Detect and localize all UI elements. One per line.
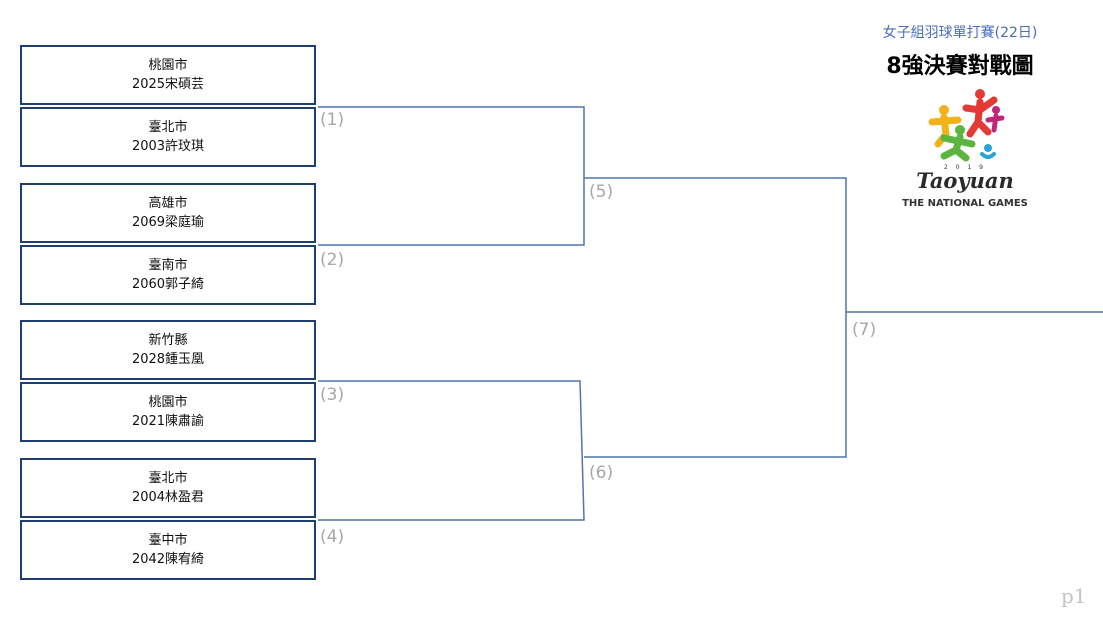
player-box-1: 桃園市 2025宋碩芸 <box>20 45 316 105</box>
player-city: 臺北市 <box>148 120 188 135</box>
player-city: 臺北市 <box>148 471 188 486</box>
dancing-figures-icon <box>928 89 1005 162</box>
player-city: 臺中市 <box>148 533 188 548</box>
match-label-6: (6) <box>589 463 614 483</box>
match-label-2: (2) <box>320 250 345 270</box>
player-box-3: 高雄市 2069梁庭瑜 <box>20 183 316 243</box>
player-entry: 2069梁庭瑜 <box>131 215 205 230</box>
match-3-connector <box>318 380 585 521</box>
player-box-5: 新竹縣 2028鍾玉凰 <box>20 320 316 380</box>
match-label-7: (7) <box>852 320 877 340</box>
bracket-subtitle: 女子組羽球單打賽(22日) <box>882 25 1038 41</box>
match-label-4: (4) <box>320 527 345 547</box>
match-5-connector <box>584 177 847 458</box>
player-city: 桃園市 <box>148 395 188 410</box>
logo-name: Taoyuan <box>916 168 1014 193</box>
player-box-7: 臺北市 2004林盈君 <box>20 458 316 518</box>
match-label-3: (3) <box>320 385 345 405</box>
logo-year: 2 0 1 9 <box>944 164 986 171</box>
player-entry: 2025宋碩芸 <box>131 77 205 92</box>
player-box-4: 臺南市 2060郭子綺 <box>20 245 316 305</box>
player-city: 高雄市 <box>148 196 188 211</box>
player-city: 臺南市 <box>148 258 188 273</box>
player-city: 桃園市 <box>148 58 188 73</box>
player-entry: 2004林盈君 <box>131 490 205 505</box>
player-box-2: 臺北市 2003許玟琪 <box>20 107 316 167</box>
bracket-title: 8強決賽對戰圖 <box>886 54 1034 79</box>
player-entry: 2003許玟琪 <box>131 139 205 154</box>
player-entry: 2028鍾玉凰 <box>131 352 205 367</box>
player-entry: 2021陳肅諭 <box>131 414 205 429</box>
match-label-1: (1) <box>320 110 345 130</box>
taoyuan-games-logo: 2 0 1 9 Taoyuan THE NATIONAL GAMES <box>900 86 1030 216</box>
page-number: p1 <box>1061 584 1087 608</box>
player-box-6: 桃園市 2021陳肅諭 <box>20 382 316 442</box>
player-box-8: 臺中市 2042陳宥綺 <box>20 520 316 580</box>
logo-tagline: THE NATIONAL GAMES <box>902 198 1028 209</box>
player-entry: 2060郭子綺 <box>131 277 205 292</box>
match-label-5: (5) <box>589 182 614 202</box>
match-1-connector <box>318 106 585 246</box>
player-city: 新竹縣 <box>148 333 188 348</box>
player-entry: 2042陳宥綺 <box>131 552 205 567</box>
